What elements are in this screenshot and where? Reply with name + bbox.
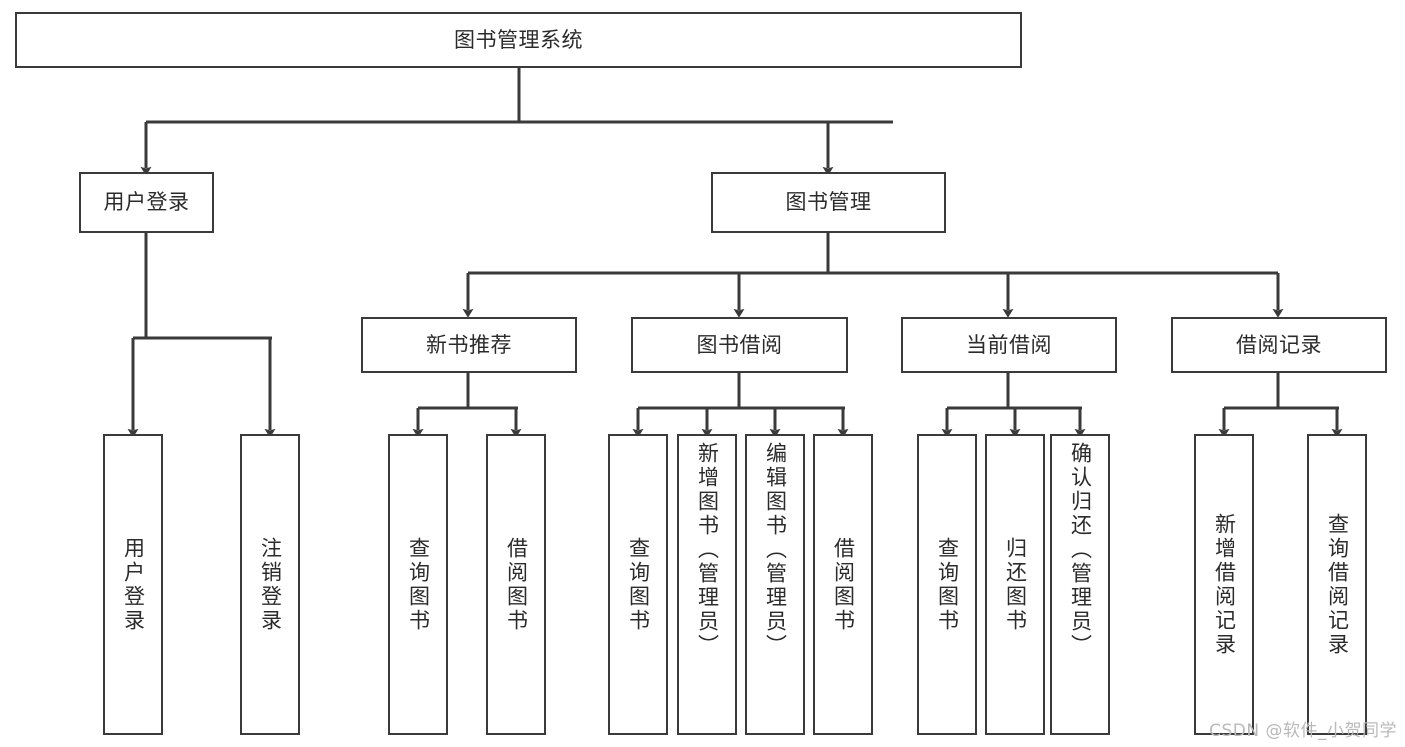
node-label: 用户登录: [103, 190, 190, 215]
node-label: 新增图书（管理员）: [695, 442, 720, 658]
node-root-book-management-system[interactable]: 图书管理系统: [15, 12, 1022, 68]
node-label: 编辑图书（管理员）: [763, 442, 788, 658]
leaf-query-book-current[interactable]: 查询图书: [917, 434, 977, 735]
node-label: 查询图书: [406, 536, 431, 633]
node-user-login[interactable]: 用户登录: [79, 172, 214, 233]
leaf-add-book-admin[interactable]: 新增图书（管理员）: [677, 434, 737, 735]
leaf-return-book[interactable]: 归还图书: [985, 434, 1045, 735]
node-new-book-recommend[interactable]: 新书推荐: [361, 317, 577, 373]
node-label: 借阅图书: [831, 536, 856, 633]
node-label: 图书管理: [785, 190, 872, 215]
node-label: 查询图书: [626, 536, 651, 633]
node-label: 新书推荐: [426, 332, 512, 357]
leaf-confirm-return-admin[interactable]: 确认归还（管理员）: [1050, 434, 1110, 735]
node-label: 借阅图书: [504, 536, 529, 633]
node-label: 借阅记录: [1236, 332, 1322, 357]
leaf-borrow-book-recommend[interactable]: 借阅图书: [486, 434, 546, 735]
leaf-query-book-recommend[interactable]: 查询图书: [388, 434, 448, 735]
leaf-user-login[interactable]: 用户登录: [103, 434, 163, 735]
leaf-edit-book-admin[interactable]: 编辑图书（管理员）: [745, 434, 805, 735]
node-label: 图书借阅: [696, 332, 783, 357]
leaf-query-borrow-record[interactable]: 查询借阅记录: [1307, 434, 1367, 735]
node-label: 查询图书: [935, 536, 960, 633]
node-book-borrow[interactable]: 图书借阅: [631, 317, 848, 373]
leaf-query-book-borrow[interactable]: 查询图书: [608, 434, 668, 735]
node-label: 用户登录: [121, 536, 146, 633]
node-book-management[interactable]: 图书管理: [711, 172, 946, 233]
node-label: 确认归还（管理员）: [1068, 442, 1093, 658]
node-label: 归还图书: [1003, 536, 1028, 633]
node-label: 注销登录: [258, 536, 283, 633]
node-label: 新增借阅记录: [1212, 512, 1237, 657]
node-label: 当前借阅: [966, 332, 1052, 357]
leaf-logout-login[interactable]: 注销登录: [240, 434, 300, 735]
node-label: 查询借阅记录: [1325, 512, 1350, 657]
leaf-borrow-book-borrow[interactable]: 借阅图书: [813, 434, 873, 735]
node-label: 图书管理系统: [454, 27, 583, 52]
node-current-borrow[interactable]: 当前借阅: [901, 317, 1117, 373]
leaf-add-borrow-record[interactable]: 新增借阅记录: [1194, 434, 1254, 735]
node-borrow-record[interactable]: 借阅记录: [1171, 317, 1387, 373]
